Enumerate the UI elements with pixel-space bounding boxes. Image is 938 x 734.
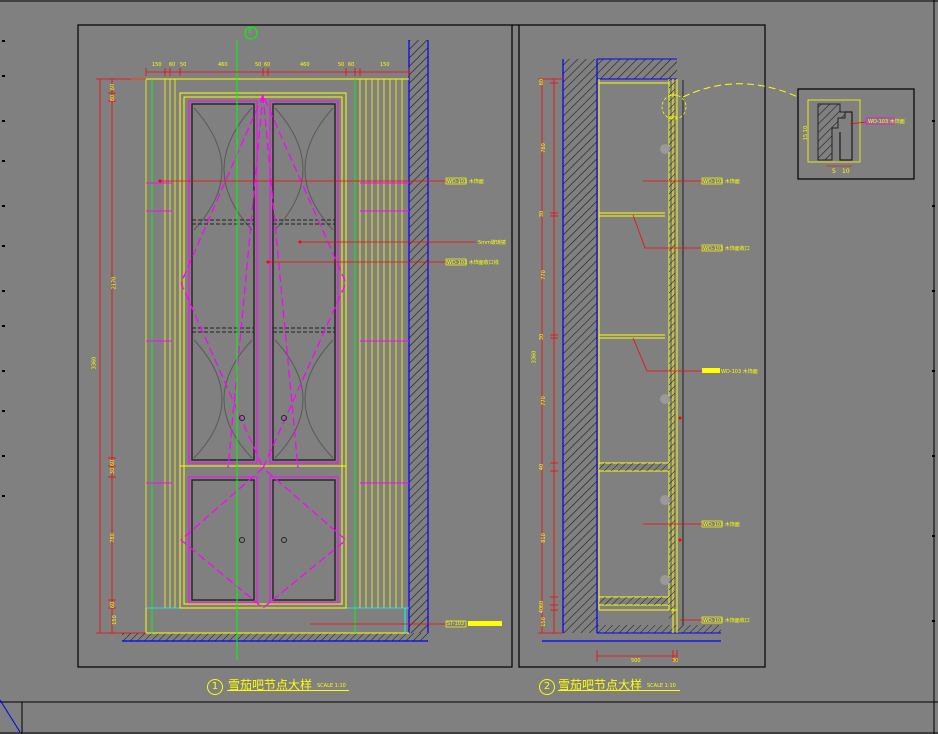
dim-label: 60 — [539, 78, 546, 86]
dim-label: 30 — [539, 333, 546, 341]
left-callout-4: ST-103 — [447, 621, 465, 627]
left-elevation — [96, 26, 502, 660]
detail-view — [807, 99, 895, 167]
right-bottom-dim-2: 30 — [672, 658, 679, 664]
dim-label: 30 — [539, 210, 546, 218]
right-section — [538, 58, 801, 662]
detail-dim-1: 5 — [832, 168, 836, 175]
dim-label: 30 — [110, 467, 117, 475]
drawing-title-right: 雪茄吧节点大样 — [558, 678, 643, 692]
dim-label: 770 — [540, 270, 547, 280]
left-callout-1: WD-103 木饰面 — [447, 179, 484, 185]
dim-label: 770 — [540, 396, 547, 406]
drawing-scale-left: SCALE 1:10 — [317, 683, 346, 689]
dim-label: 460 — [218, 62, 228, 68]
dim-label: 40 — [539, 463, 546, 471]
dim-label: 150 — [152, 62, 162, 68]
left-total-height: 3360 — [91, 356, 98, 370]
axis-marker: B — [248, 28, 253, 35]
dim-label: 60 — [348, 62, 355, 68]
drawing-title-left: 雪茄吧节点大样 — [228, 678, 313, 692]
dim-label: 60 — [110, 601, 117, 609]
dim-label: 50 — [338, 62, 345, 68]
detail-dim-2: 10 — [842, 168, 850, 175]
viewport-frames — [77, 24, 915, 668]
dim-label: 780 — [109, 533, 116, 543]
detail-callout: WD-103 木饰面 — [868, 119, 905, 125]
dim-label: 40 — [539, 606, 546, 614]
right-callout-2: WD-103 木饰面收口 — [703, 246, 750, 252]
right-callout-1: WD-103 木饰面 — [703, 179, 740, 185]
dim-label: 50 — [255, 62, 262, 68]
dim-label: 780 — [540, 143, 547, 153]
dim-label: 150 — [380, 62, 390, 68]
right-callout-4: WD-103 木饰面 — [703, 522, 740, 528]
drawing-scale-right: SCALE 1:10 — [647, 683, 676, 689]
dim-label: 150 — [111, 615, 118, 625]
left-callout-2: 5mm玻璃镜 — [478, 240, 506, 246]
drawing-number-2: 2 — [539, 679, 555, 695]
detail-side-dim-2: 15 — [803, 133, 810, 141]
right-callout-5: WD-103 木饰面收口 — [703, 618, 750, 624]
right-bottom-dim-1: 500 — [631, 658, 641, 664]
dim-label: 60 — [110, 459, 117, 467]
dim-label: 60 — [110, 83, 117, 91]
dim-label: 2170 — [111, 276, 118, 290]
dim-label: 60 — [264, 62, 271, 68]
dim-label: 810 — [540, 533, 547, 543]
dim-label: 50 — [180, 62, 187, 68]
dim-label: 60 — [169, 62, 176, 68]
right-callout-3: WD-103 木饰面 — [721, 369, 758, 375]
dim-label: 80 — [110, 94, 117, 102]
dim-label: 460 — [300, 62, 310, 68]
title-underline-right — [558, 690, 680, 691]
drawing-number-1: 1 — [207, 679, 223, 695]
left-callout-3: WD-103 木饰面收口线 — [447, 260, 499, 266]
detail-side-dim-1: 10 — [803, 125, 810, 133]
title-underline-left — [227, 690, 349, 691]
right-total-height: 3360 — [531, 350, 538, 364]
dim-label: 150 — [540, 617, 547, 627]
